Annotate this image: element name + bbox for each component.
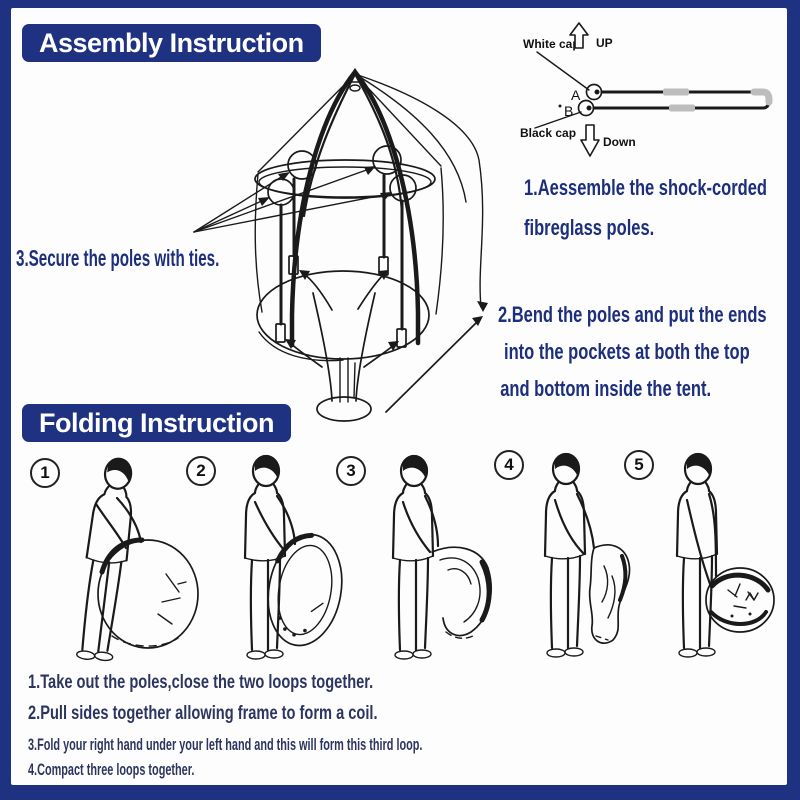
down-arrow-icon xyxy=(580,124,600,157)
folding-step-1: 1.Take out the poles,close the two loops… xyxy=(28,672,374,693)
figure-number-4: 4 xyxy=(494,450,524,480)
compacted-loops xyxy=(705,567,775,633)
figure-number-1: 1 xyxy=(30,458,60,488)
folding-figure-3 xyxy=(391,454,492,661)
up-arrow-icon xyxy=(569,22,589,49)
folded-loop xyxy=(267,532,343,647)
tent-loop xyxy=(97,539,199,649)
pole-pocket xyxy=(288,255,299,275)
pole-pocket xyxy=(275,323,286,343)
assembly-step-2-line: 2.Bend the poles and put the ends xyxy=(498,302,767,327)
point-b-label: B xyxy=(564,103,573,119)
assembly-step-1-line: 1.Aessemble the shock-corded xyxy=(524,175,768,200)
assembly-step-1-line: fibreglass poles. xyxy=(524,215,655,240)
assembly-section-title: Assembly Instruction xyxy=(22,24,321,62)
figure-number-5: 5 xyxy=(624,450,654,480)
folding-figure-2 xyxy=(243,454,343,661)
assembly-step-2: 2.Bend the poles and put the ends into t… xyxy=(498,296,767,407)
tie-point xyxy=(287,150,317,180)
white-cap-label: White cap xyxy=(523,37,580,51)
folding-figure-4 xyxy=(543,452,631,659)
pole-pocket xyxy=(396,328,407,348)
paper-background xyxy=(11,8,787,785)
point-a-label: A xyxy=(571,87,581,103)
third-loop-fold xyxy=(588,544,631,645)
assembly-step-3: 3.Secure the poles with ties. xyxy=(16,245,220,271)
cap-a-circle xyxy=(585,83,603,101)
figure-number-3: 3 xyxy=(336,456,366,486)
folding-section-title: Folding Instruction xyxy=(22,404,291,442)
pole-assembly-diagram: White cap UP A B Black cap Down xyxy=(520,22,773,157)
folding-figure-5 xyxy=(675,452,775,659)
folding-figure-1 xyxy=(73,455,199,664)
figure-number-2: 2 xyxy=(186,456,216,486)
cap-b-circle xyxy=(577,99,595,117)
up-label: UP xyxy=(596,36,613,50)
folding-step-4: 4.Compact three loops together. xyxy=(28,761,195,779)
down-label: Down xyxy=(603,135,636,149)
assembly-step-1: 1.Aessemble the shock-corded fibreglass … xyxy=(524,168,767,248)
black-cap-label: Black cap xyxy=(520,126,576,140)
folding-step-2: 2.Pull sides together allowing frame to … xyxy=(28,703,378,724)
tie-point xyxy=(372,145,402,175)
assembly-step-2-line: and bottom inside the tent. xyxy=(500,376,712,401)
tent-assembly-sketch xyxy=(193,68,488,422)
folding-step-3: 3.Fold your right hand under your left h… xyxy=(28,736,423,754)
assembly-step-2-line: into the pockets at both the top xyxy=(504,339,750,364)
